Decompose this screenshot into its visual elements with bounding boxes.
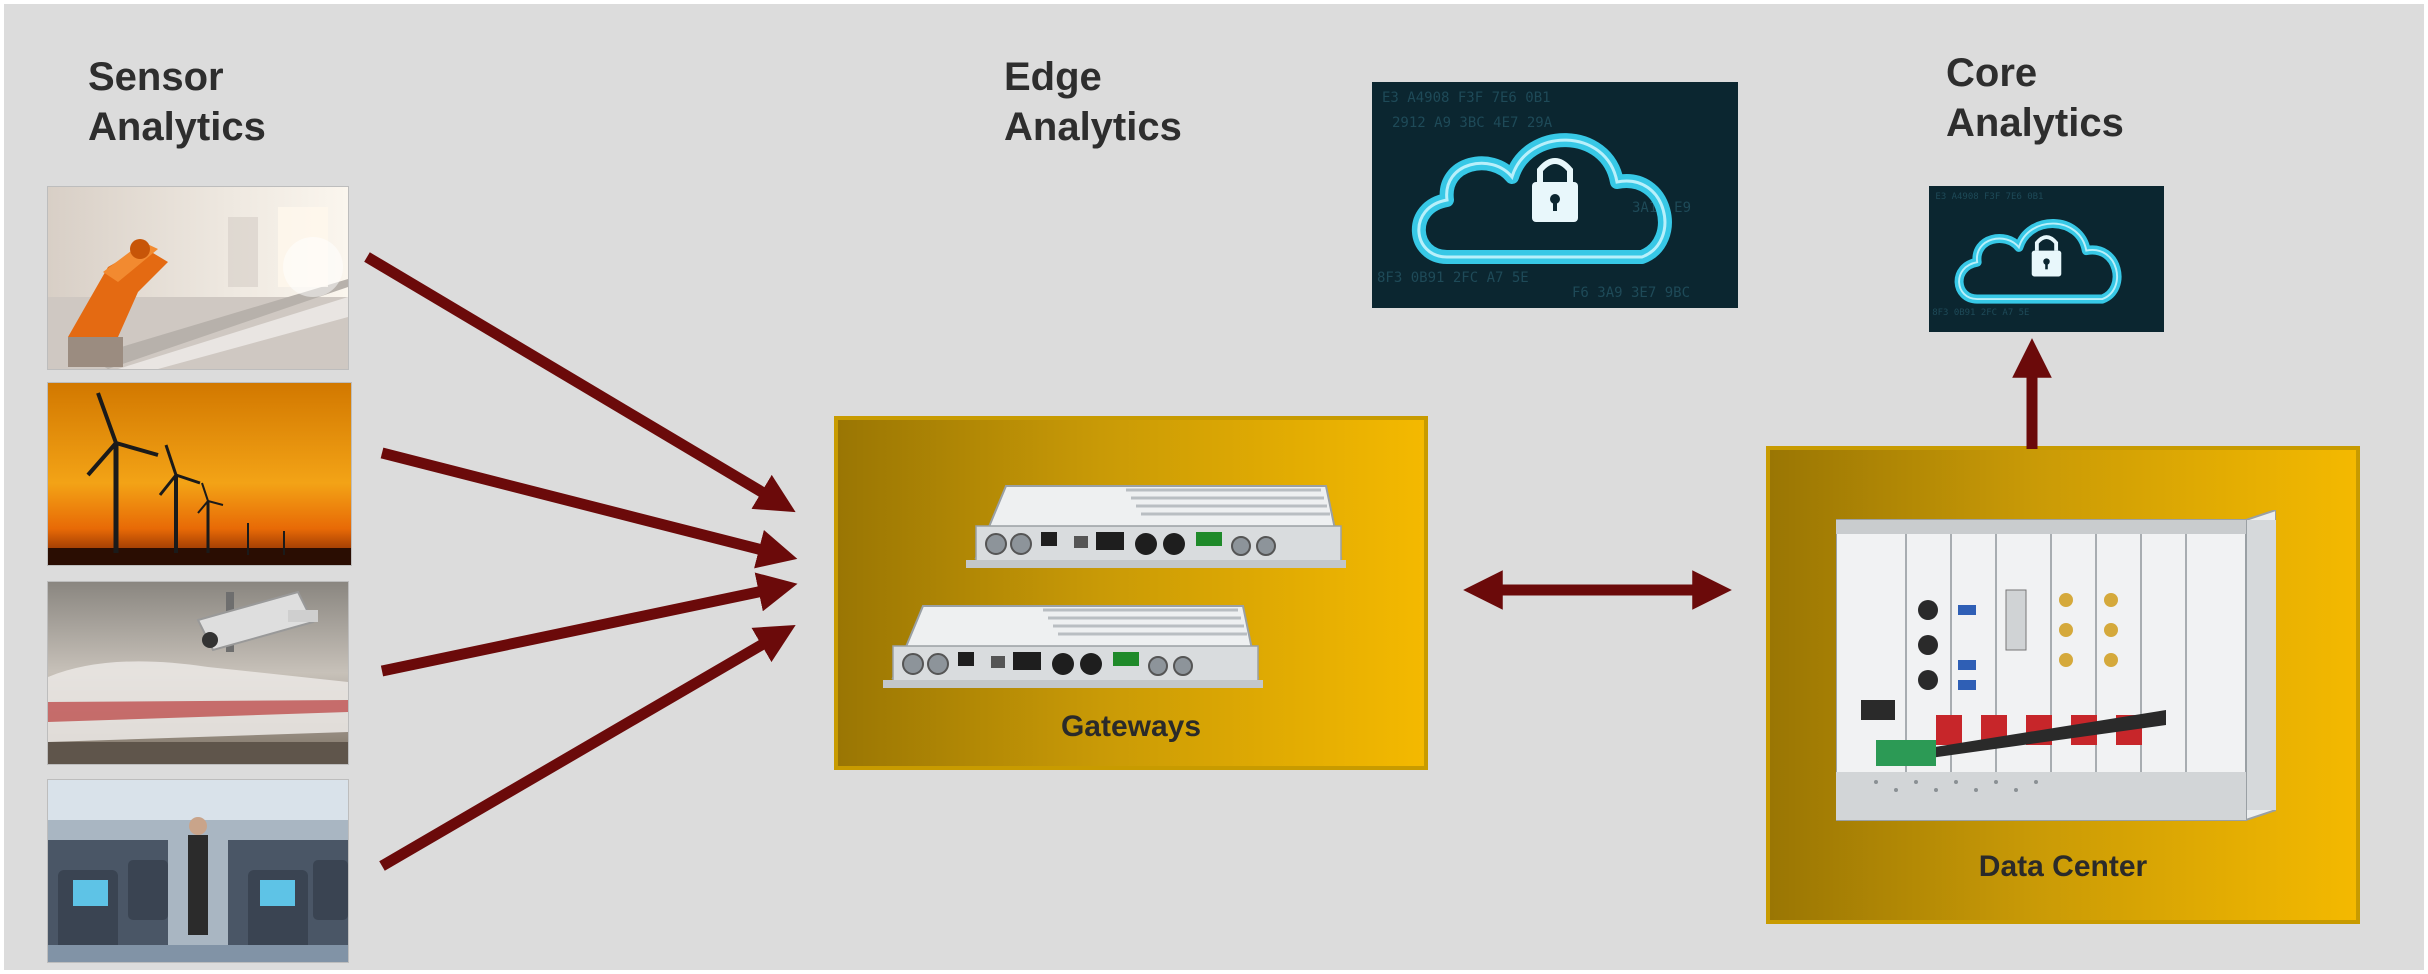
svg-text:F6 3A9 3E7 9BC: F6 3A9 3E7 9BC [1572,285,1690,301]
rack-server-image [1836,510,2276,830]
aircraft-cabin-image [47,779,349,963]
edge-heading-line2: Analytics [1004,105,1182,149]
industrial-robot-image [47,186,349,370]
svg-text:2912 A9 3BC 4E7 29A: 2912 A9 3BC 4E7 29A [1392,115,1553,131]
sensor-analytics-heading: Sensor Analytics [88,52,266,152]
gateways-label: Gateways [1060,710,1202,743]
svg-text:8F3 0B91 2FC A7 5E: 8F3 0B91 2FC A7 5E [1932,308,2029,318]
core-heading-line2: Analytics [1946,101,2124,145]
arrow-cabin-to-gateways [379,625,796,871]
edge-heading-line1: Edge [1004,55,1102,99]
gateway-device-image [966,468,1346,580]
core-heading-line1: Core [1946,51,2038,95]
gateway-device-image [883,588,1263,700]
svg-text:E3 A4908 F3F 7E6 0B1: E3 A4908 F3F 7E6 0B1 [1382,90,1551,106]
secure-cloud-image: E3 A4908 F3F 7E6 0B1 2912 A9 3BC 4E7 29A… [1372,82,1738,308]
secure-cloud-image: E3 A4908 F3F 7E6 0B1 8F3 0B91 2FC A7 5E [1929,186,2164,332]
sensor-heading-line2: Analytics [88,105,266,149]
diagram-canvas: Sensor Analytics Edge Analytics Core Ana… [4,4,2424,970]
data-center-label: Data Center [1978,850,2148,883]
arrow-train-to-gateways [380,572,798,677]
svg-text:E3 A4908 F3F 7E6 0B1: E3 A4908 F3F 7E6 0B1 [1935,192,2043,202]
sensor-heading-line1: Sensor [88,55,224,99]
gateways-box: Gateways [834,416,1428,770]
arrow-robot-to-gateways [364,252,796,513]
core-analytics-heading: Core Analytics [1946,48,2124,148]
train-surveillance-camera-image [47,581,349,765]
svg-text:8F3 0B91 2FC A7 5E: 8F3 0B91 2FC A7 5E [1377,270,1529,286]
edge-analytics-heading: Edge Analytics [1004,52,1182,152]
wind-turbines-image [47,382,352,566]
data-center-box: Data Center [1766,446,2360,924]
arrow-turbines-to-gateways [380,447,798,569]
